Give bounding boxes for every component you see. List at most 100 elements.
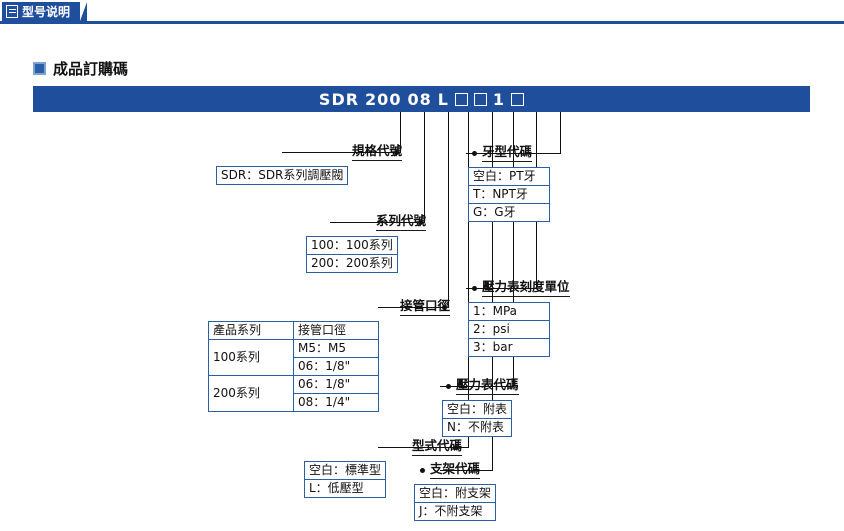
cell-unit-bar: 3：bar	[468, 338, 550, 357]
group-unit-title: 壓力表刻度單位	[482, 276, 570, 297]
leader-dot-port	[442, 305, 447, 310]
group-unit: 壓力表刻度單位 1：MPa 2：psi 3：bar	[466, 276, 662, 357]
group-bracket-title: 支架代碼	[430, 458, 481, 479]
group-series-table: 100：100系列 200：200系列	[306, 236, 398, 273]
leader-line-gauge-vertical	[513, 112, 514, 386]
cell-type-standard: 空白：標準型	[303, 461, 387, 480]
leader-dot-series	[418, 220, 423, 225]
leader-line-bracket-vertical	[492, 112, 493, 470]
section-title: 成品訂購碼	[33, 58, 128, 79]
group-thread-title: 牙型代碼	[482, 141, 533, 162]
cell-port-200-06: 06：1/8"	[293, 375, 379, 394]
leader-dot-gauge	[446, 384, 451, 389]
header-tab-label: 型号说明	[22, 5, 71, 19]
group-type: 型式代碼 空白：標準型 L：低壓型	[276, 435, 462, 498]
code-segment-sdr: SDR	[318, 89, 360, 109]
cell-thread-g: G：G牙	[468, 203, 550, 222]
table-row: T：NPT牙	[468, 185, 550, 204]
leader-dot-bracket	[420, 468, 425, 473]
table-row: 空白：PT牙	[468, 167, 550, 186]
table-row: 2：psi	[468, 320, 550, 339]
cell-thread-npt: T：NPT牙	[468, 185, 550, 204]
group-unit-table: 1：MPa 2：psi 3：bar	[468, 302, 550, 357]
group-port-table: 產品系列 接管口徑 100系列 M5：M5 06：1/8" 200系列 06：1…	[208, 321, 379, 412]
leader-dot-thread	[472, 151, 477, 156]
section-title-label: 成品訂購碼	[53, 60, 129, 78]
document-icon	[6, 5, 18, 18]
order-code-banner: SDR 200 08 L 1	[33, 86, 810, 112]
group-thread-table: 空白：PT牙 T：NPT牙 G：G牙	[468, 167, 550, 222]
header-tab: 型号说明	[2, 2, 88, 21]
leader-line-thread-horizontal	[466, 153, 561, 154]
table-row: 08：1/4"	[209, 393, 379, 412]
cell-series-100: 100：100系列	[306, 236, 398, 255]
cell-unit-mpa: 1：MPa	[468, 302, 550, 321]
code-box-thread	[511, 92, 525, 106]
table-row: 06：1/8"	[209, 357, 379, 376]
group-thread: 牙型代碼 空白：PT牙 T：NPT牙 G：G牙	[466, 141, 632, 222]
code-segment-unit: 1	[492, 89, 506, 109]
leader-line-thread-vertical	[560, 112, 561, 153]
code-box-bracket	[454, 92, 468, 106]
leader-line-type-vertical	[468, 112, 469, 447]
leader-line-series-vertical	[424, 112, 425, 222]
table-row: J：不附支架	[413, 502, 497, 521]
cell-port-100-m5: M5：M5	[293, 339, 379, 358]
group-gauge-table: 空白：附表 N：不附表	[441, 400, 513, 437]
cell-thread-pt: 空白：PT牙	[468, 167, 550, 186]
page-header: 型号说明	[0, 0, 844, 24]
leader-line-spec-horizontal	[282, 152, 401, 153]
table-row: L：低壓型	[303, 479, 387, 498]
table-row: SDR：SDR系列調壓閥	[215, 166, 349, 185]
table-row: 100：100系列	[306, 236, 398, 255]
code-box-gauge	[473, 92, 487, 106]
table-row: 1：MPa	[468, 302, 550, 321]
tab-skew-decoration	[80, 2, 88, 21]
group-type-title: 型式代碼	[411, 435, 462, 456]
leader-line-unit-horizontal	[466, 288, 537, 289]
leader-dot-unit	[472, 286, 477, 291]
bullet-square-icon	[33, 62, 46, 75]
cell-port-series-200: 200系列	[208, 375, 294, 412]
cell-unit-psi: 2：psi	[468, 320, 550, 339]
cell-spec-sdr: SDR：SDR系列調壓閥	[215, 166, 349, 185]
table-row: 200系列 06：1/8"	[208, 375, 379, 412]
code-segment-series: 200	[365, 89, 402, 109]
cell-port-series-100: 100系列	[208, 339, 294, 376]
header-rule	[0, 21, 844, 24]
cell-gauge-with: 空白：附表	[441, 400, 513, 419]
cell-port-200-08: 08：1/4"	[293, 393, 379, 412]
group-spec-title: 規格代號	[351, 140, 402, 161]
cell-port-head-size: 接管口徑	[293, 321, 379, 340]
cell-port-100-06: 06：1/8"	[293, 357, 379, 376]
group-bracket: 支架代碼 空白：附支架 J：不附支架	[413, 458, 580, 521]
group-port-title: 接管口徑	[399, 295, 450, 316]
group-series: 系列代號 100：100系列 200：200系列	[264, 210, 426, 273]
cell-port-head-series: 產品系列	[208, 321, 294, 340]
cell-gauge-without: N：不附表	[441, 418, 513, 437]
group-bracket-table: 空白：附支架 J：不附支架	[413, 484, 497, 521]
table-row: 產品系列 接管口徑	[208, 321, 379, 340]
table-row: 空白：附表	[441, 400, 513, 419]
table-row: G：G牙	[468, 203, 550, 222]
leader-line-port-horizontal	[378, 307, 449, 308]
table-row: N：不附表	[441, 418, 513, 437]
cell-type-low: L：低壓型	[303, 479, 387, 498]
code-segment-type: L	[437, 89, 449, 109]
leader-dot-type	[454, 445, 459, 450]
group-gauge: 壓力表代碼 空白：附表 N：不附表	[440, 374, 606, 437]
table-row: 空白：標準型	[303, 461, 387, 480]
leader-line-gauge-horizontal	[440, 386, 514, 387]
cell-series-200: 200：200系列	[306, 254, 398, 273]
leader-line-spec-vertical	[400, 112, 401, 152]
cell-bracket-with: 空白：附支架	[413, 484, 497, 503]
table-row: 100系列 M5：M5	[208, 339, 379, 376]
leader-line-type-horizontal	[378, 447, 469, 448]
table-row: 空白：附支架	[413, 484, 497, 503]
group-gauge-title: 壓力表代碼	[456, 374, 519, 395]
leader-line-series-horizontal	[330, 222, 425, 223]
cell-bracket-without: J：不附支架	[413, 502, 497, 521]
group-spec-table: SDR：SDR系列調壓閥	[215, 166, 349, 185]
leader-line-bracket-horizontal	[440, 470, 493, 471]
group-series-title: 系列代號	[375, 210, 426, 231]
